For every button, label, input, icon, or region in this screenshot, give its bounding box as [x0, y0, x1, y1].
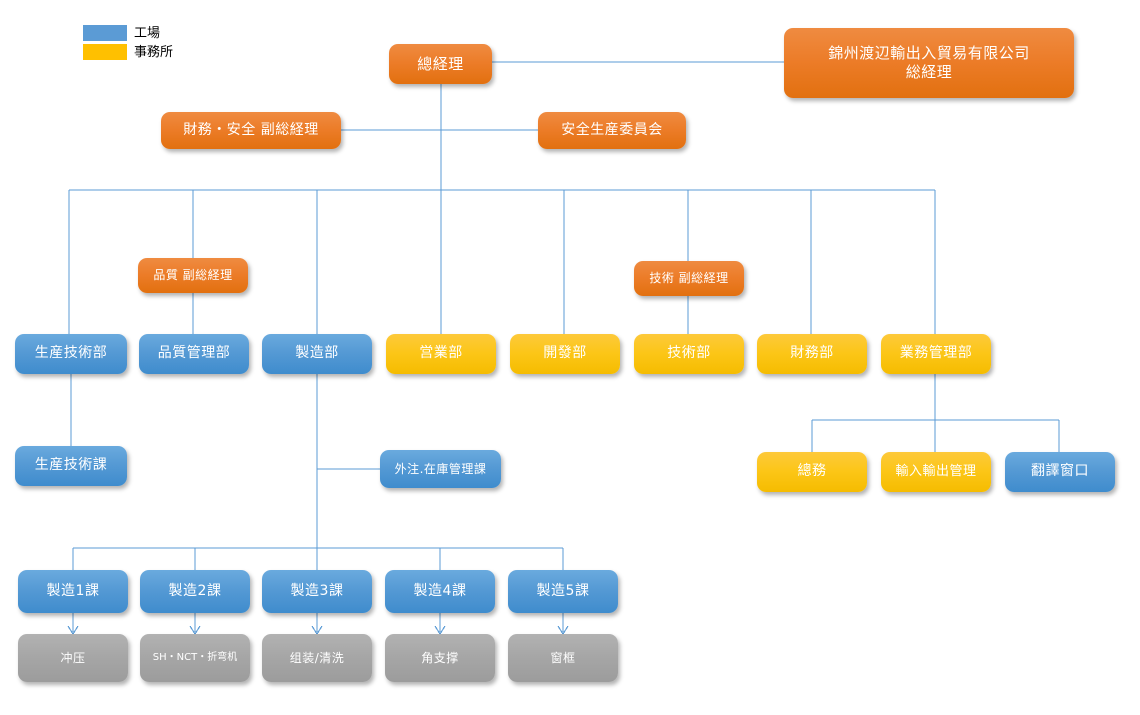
node-mfg-section-4[interactable]: 製造4課 [385, 570, 495, 613]
node-mfg-section-5[interactable]: 製造5課 [508, 570, 618, 613]
node-finance-safety-deputy[interactable]: 財務・安全 副総経理 [161, 112, 341, 149]
node-process-5[interactable]: 窗框 [508, 634, 618, 682]
node-quality-deputy[interactable]: 品質 副総経理 [138, 258, 248, 293]
node-mfg-section-1[interactable]: 製造1課 [18, 570, 128, 613]
node-section-translation-window[interactable]: 翻譯窗口 [1005, 452, 1115, 492]
legend-swatch-office [83, 44, 127, 60]
legend-label-factory: 工場 [134, 26, 161, 41]
node-dept-quality-control[interactable]: 品質管理部 [139, 334, 249, 374]
node-general-manager[interactable]: 總経理 [389, 44, 492, 84]
node-mfg-section-3[interactable]: 製造3課 [262, 570, 372, 613]
legend-label-office: 事務所 [134, 45, 174, 60]
node-process-4[interactable]: 角支撑 [385, 634, 495, 682]
node-technical-deputy[interactable]: 技術 副総経理 [634, 261, 744, 296]
node-mfg-section-2[interactable]: 製造2課 [140, 570, 250, 613]
node-process-3[interactable]: 组装/清洗 [262, 634, 372, 682]
node-process-1[interactable]: 冲压 [18, 634, 128, 682]
node-section-outsourcing-inventory[interactable]: 外注.在庫管理課 [380, 450, 501, 488]
node-dept-development[interactable]: 開發部 [510, 334, 620, 374]
node-dept-finance[interactable]: 財務部 [757, 334, 867, 374]
node-section-production-engineering[interactable]: 生産技術課 [15, 446, 127, 486]
node-dept-production-engineering[interactable]: 生産技術部 [15, 334, 127, 374]
node-safety-production-committee[interactable]: 安全生産委員会 [538, 112, 686, 149]
node-section-import-export[interactable]: 輸入輸出管理 [881, 452, 991, 492]
node-trading-company[interactable]: 錦州渡辺輸出入貿易有限公司 総経理 [784, 28, 1074, 98]
node-dept-business-admin[interactable]: 業務管理部 [881, 334, 991, 374]
node-dept-sales[interactable]: 営業部 [386, 334, 496, 374]
node-dept-manufacturing[interactable]: 製造部 [262, 334, 372, 374]
legend-swatch-factory [83, 25, 127, 41]
node-process-2[interactable]: SH・NCT・折弯机 [140, 634, 250, 682]
node-dept-technology[interactable]: 技術部 [634, 334, 744, 374]
node-section-general-affairs[interactable]: 總務 [757, 452, 867, 492]
